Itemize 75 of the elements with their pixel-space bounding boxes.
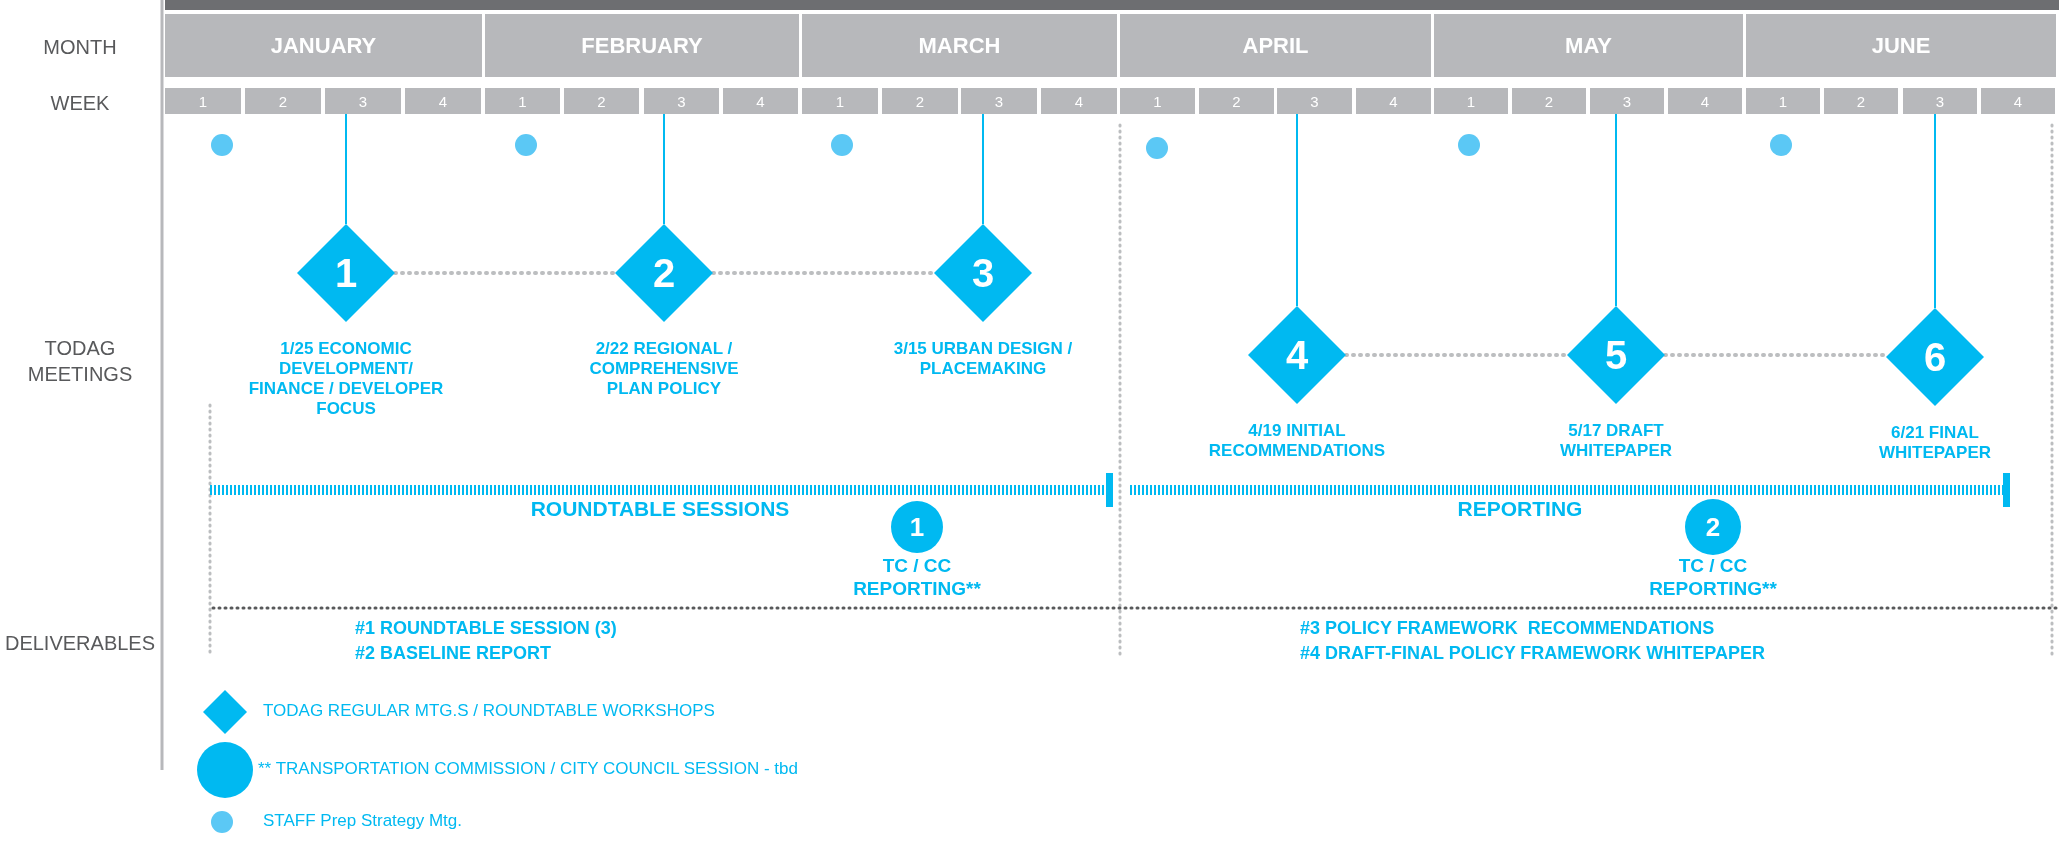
week-header: 2: [1199, 88, 1274, 114]
legend-text: TODAG REGULAR MTG.S / ROUNDTABLE WORKSHOPS: [263, 701, 715, 721]
council-session-circle: 1: [891, 501, 943, 553]
week-header: 4: [723, 88, 798, 114]
week-header: 3: [644, 88, 719, 114]
meeting-diamond: 1: [297, 224, 395, 322]
week-header: 3: [961, 88, 1037, 114]
month-header: JUNE: [1746, 14, 2056, 77]
week-header: 4: [1981, 88, 2055, 114]
staff-meeting-dot: [1146, 137, 1168, 159]
week-header: 3: [1590, 88, 1664, 114]
week-header: 4: [1668, 88, 1742, 114]
meeting-diamond: 2: [615, 224, 713, 322]
week-header: 3: [1903, 88, 1977, 114]
week-header: 3: [1277, 88, 1352, 114]
meeting-diamond: 5: [1567, 306, 1665, 404]
staff-meeting-dot: [211, 134, 233, 156]
week-header: 2: [245, 88, 321, 114]
meeting-caption: 3/15 URBAN DESIGN / PLACEMAKING: [892, 339, 1074, 379]
connector-line: [1934, 113, 1936, 309]
week-header: 4: [1041, 88, 1117, 114]
row-label: TODAG MEETINGS: [26, 336, 134, 387]
legend-text: ** TRANSPORTATION COMMISSION / CITY COUNCIL SESSION - tbd: [258, 759, 798, 779]
month-header: MAY: [1434, 14, 1743, 77]
connector-line: [982, 113, 984, 225]
row-label: DELIVERABLES: [3, 631, 157, 656]
week-header: 2: [1512, 88, 1586, 114]
connector-line: [345, 113, 347, 225]
week-header: 4: [1356, 88, 1431, 114]
row-label: MONTH: [42, 35, 118, 60]
meeting-caption: 6/21 FINAL WHITEPAPER: [1877, 423, 1993, 463]
week-header: 1: [1120, 88, 1195, 114]
legend-text: STAFF Prep Strategy Mtg.: [263, 811, 463, 831]
month-header: FEBRUARY: [485, 14, 799, 77]
session-caption: TC / CC REPORTING**: [1648, 554, 1778, 600]
week-header: 1: [802, 88, 878, 114]
month-header: APRIL: [1120, 14, 1431, 77]
council-session-circle: 2: [1685, 499, 1741, 555]
week-header: 3: [325, 88, 401, 114]
month-header: MARCH: [802, 14, 1117, 77]
week-header: 2: [882, 88, 958, 114]
meeting-caption: 2/22 REGIONAL / COMPREHENSIVE PLAN POLICY: [588, 339, 740, 399]
staff-meeting-dot: [1770, 134, 1792, 156]
deliverable-text: #1 ROUNDTABLE SESSION (3): [355, 618, 617, 639]
deliverable-text: #3 POLICY FRAMEWORK RECOMMENDATIONS: [1300, 618, 1715, 639]
week-header: 1: [165, 88, 241, 114]
dotted-connector: [711, 271, 936, 275]
staff-meeting-dot: [515, 134, 537, 156]
deliverable-text: #2 BASELINE REPORT: [355, 643, 552, 664]
week-header: 2: [1824, 88, 1898, 114]
week-header: 4: [405, 88, 481, 114]
phase-label: REPORTING: [1456, 497, 1584, 521]
connector-line: [1296, 113, 1298, 307]
week-header: 1: [485, 88, 560, 114]
dotted-connector: [1663, 353, 1888, 357]
month-header: JANUARY: [165, 14, 482, 77]
week-header: 1: [1746, 88, 1820, 114]
phase-label: ROUNDTABLE SESSIONS: [529, 497, 791, 521]
dotted-connector: [393, 271, 617, 275]
meeting-diamond: 3: [934, 224, 1032, 322]
staff-meeting-dot: [1458, 134, 1480, 156]
meeting-diamond: 4: [1248, 306, 1346, 404]
meeting-caption: 5/17 DRAFT WHITEPAPER: [1558, 421, 1674, 461]
connector-line: [663, 113, 665, 225]
week-header: 1: [1434, 88, 1508, 114]
session-caption: TC / CC REPORTING**: [852, 554, 982, 600]
connector-line: [1615, 113, 1617, 307]
week-header: 2: [564, 88, 639, 114]
meeting-caption: 1/25 ECONOMIC DEVELOPMENT/ FINANCE / DEVELOPER FOCUS: [247, 339, 445, 419]
staff-meeting-dot: [831, 134, 853, 156]
meeting-diamond: 6: [1886, 308, 1984, 406]
row-label: WEEK: [49, 91, 111, 116]
dotted-connector: [1344, 353, 1569, 357]
meeting-caption: 4/19 INITIAL RECOMMENDATIONS: [1207, 421, 1387, 461]
deliverable-text: #4 DRAFT-FINAL POLICY FRAMEWORK WHITEPAPER: [1300, 643, 1765, 664]
